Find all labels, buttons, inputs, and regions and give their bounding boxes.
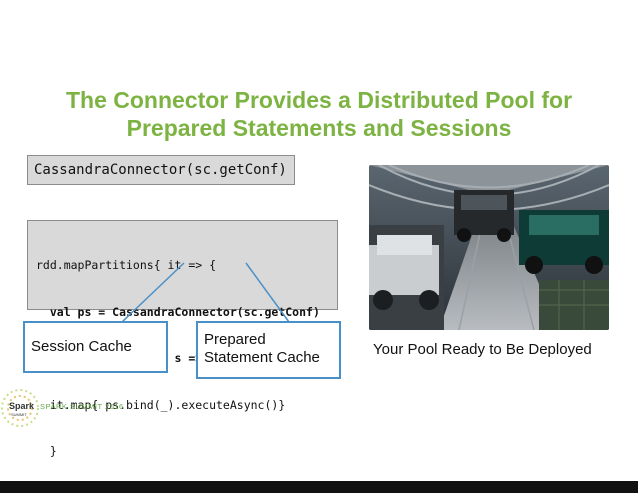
- slide-title-line2: Prepared Statements and Sessions: [126, 115, 512, 141]
- code-line: val ps = CassandraConnector(sc.getConf): [36, 304, 320, 319]
- footer-event-text: SPARK SUMMIT 2016: [40, 402, 124, 411]
- session-cache-callout: Session Cache: [23, 321, 168, 373]
- code-block: rdd.mapPartitions{ it => { val ps = Cass…: [27, 220, 338, 458]
- footer-bar: [0, 481, 638, 493]
- slide-title: The Connector Provides a Distributed Poo…: [20, 86, 618, 142]
- connector-code-text: CassandraConnector(sc.getConf): [34, 162, 287, 178]
- session-cache-label: Session Cache: [31, 338, 132, 355]
- connector-code-box: CassandraConnector(sc.getConf): [27, 155, 295, 185]
- spark-summit-logo: Spark SUMMIT SPARK SUMMIT 2016: [0, 378, 160, 438]
- prepared-label-line2: Statement Cache: [204, 349, 320, 366]
- code-line: }: [36, 444, 57, 458]
- cargo-plane-vehicles-photo: [369, 165, 609, 330]
- code-line: rdd.mapPartitions{ it => {: [36, 258, 217, 272]
- photo-caption: Your Pool Ready to Be Deployed: [373, 341, 592, 358]
- slide-title-line1: The Connector Provides a Distributed Poo…: [65, 87, 573, 113]
- prepared-statement-cache-callout: Prepared Statement Cache: [196, 321, 341, 379]
- code-line: it.map{ ps.bind(_).executeAsync()}: [36, 397, 286, 412]
- logo-summit-text: SUMMIT: [11, 412, 27, 417]
- prepared-label-line1: Prepared: [204, 331, 266, 348]
- logo-spark-text: Spark: [9, 401, 35, 411]
